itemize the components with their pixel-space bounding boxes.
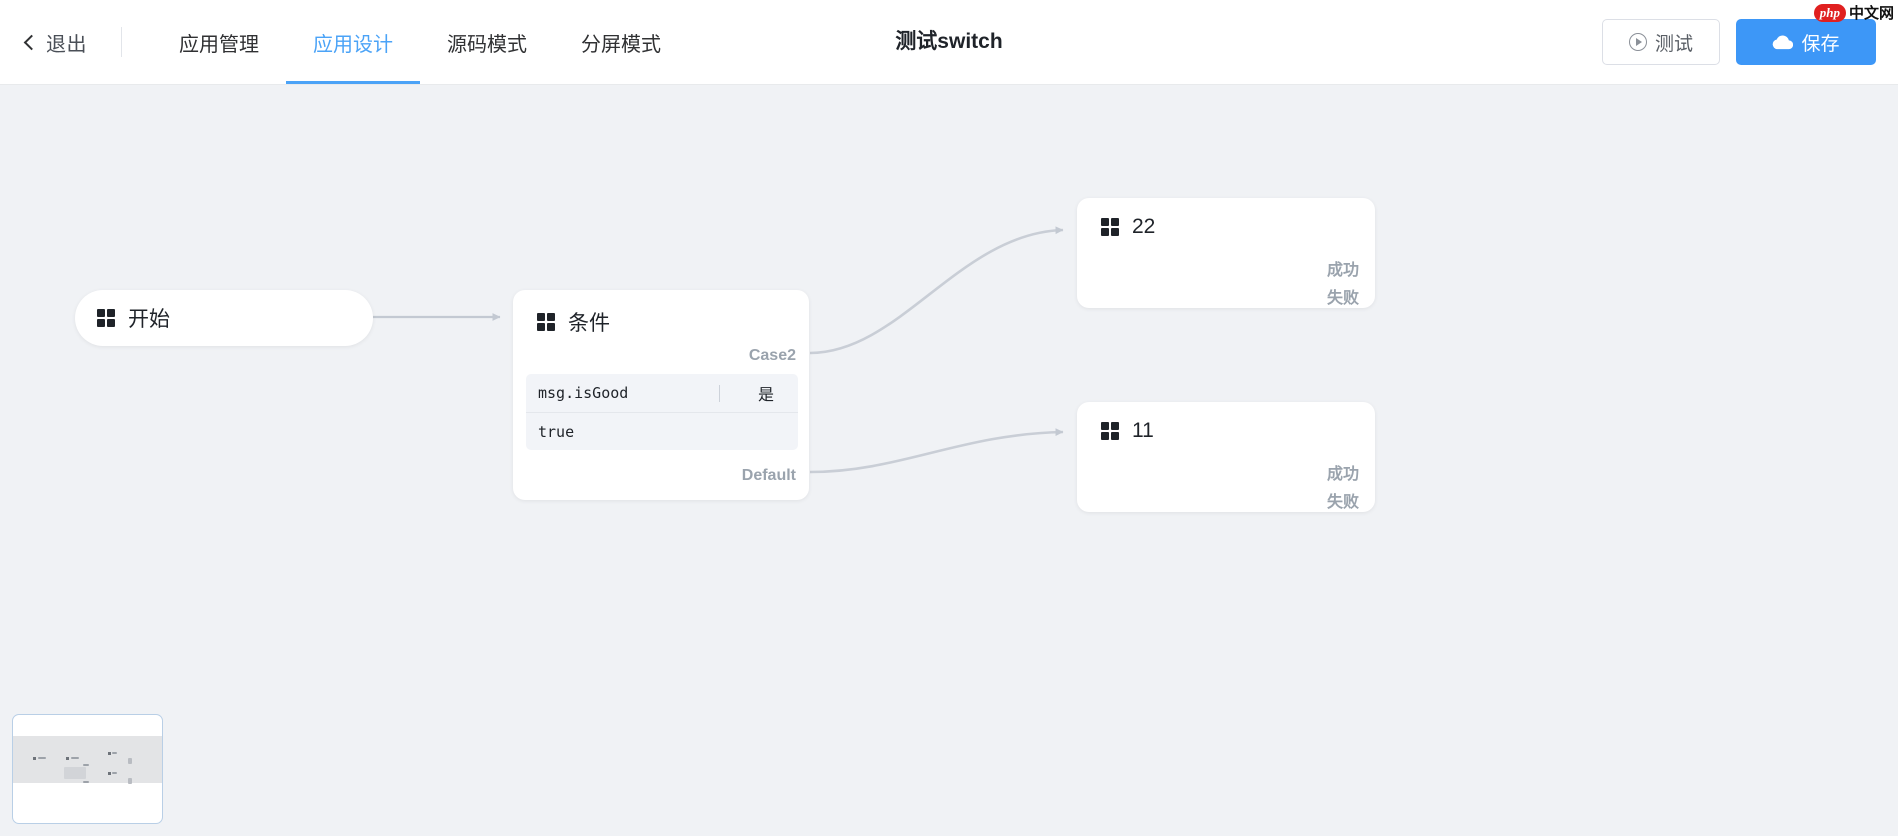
canvas-minimap[interactable] (12, 714, 163, 824)
tab-label: 源码模式 (447, 33, 527, 56)
minimap-node11-outputs (128, 778, 132, 784)
expression-value-row[interactable]: true (526, 412, 798, 450)
minimap-condition-icon (66, 757, 69, 760)
tab-label: 应用设计 (313, 33, 393, 56)
node-title: 22 (1132, 215, 1156, 238)
node-header: 开始 (75, 303, 170, 333)
exit-button-label: 退出 (46, 33, 87, 56)
minimap-node22-label (112, 752, 117, 754)
edge-case2-to-node22 (809, 226, 1064, 355)
tab-label: 分屏模式 (581, 33, 661, 56)
expression-field: msg.isGood (538, 384, 629, 402)
tab-app-management[interactable]: 应用管理 (152, 0, 286, 84)
output-port-success[interactable]: 成功 (1326, 466, 1359, 483)
minimap-default-label (83, 781, 89, 783)
condition-expression[interactable]: msg.isGood 是 true (526, 374, 798, 450)
play-circle-icon (1628, 33, 1647, 51)
grid-4-dots-icon (97, 309, 115, 327)
minimap-node11-label (112, 772, 117, 774)
expression-divider (719, 384, 720, 402)
minimap-viewport (13, 736, 162, 783)
minimap-start-icon (33, 757, 36, 760)
expression-operator: 是 (757, 387, 774, 404)
expression-field-row[interactable]: msg.isGood 是 (526, 374, 798, 412)
expression-value: true (538, 422, 575, 441)
port-case2[interactable]: Case2 (748, 347, 796, 364)
header-divider (121, 27, 122, 57)
cloud-upload-icon (1773, 35, 1794, 50)
grid-4-dots-icon (1101, 422, 1119, 440)
node-action-11[interactable]: 11 成功 失败 (1077, 402, 1375, 512)
output-port-failure[interactable]: 失败 (1326, 494, 1359, 511)
node-title: 条件 (568, 312, 610, 335)
chevron-left-icon (23, 34, 40, 51)
port-default[interactable]: Default (741, 467, 796, 484)
test-button-label: 测试 (1654, 33, 1693, 55)
test-button[interactable]: 测试 (1602, 19, 1720, 65)
node-start[interactable]: 开始 (75, 290, 373, 346)
node-title: 开始 (128, 308, 170, 331)
save-button-label: 保存 (1801, 33, 1840, 55)
node-title: 11 (1132, 419, 1154, 442)
minimap-case-label (83, 764, 89, 766)
flow-edges (373, 226, 1064, 474)
minimap-node22-outputs (128, 758, 132, 764)
tab-label: 应用管理 (179, 33, 259, 56)
tab-app-design[interactable]: 应用设计 (286, 0, 420, 84)
grid-4-dots-icon (537, 313, 555, 331)
minimap-start-label (38, 757, 46, 759)
node-action-22[interactable]: 22 成功 失败 (1077, 198, 1375, 308)
save-button[interactable]: 保存 (1736, 19, 1876, 65)
header-actions: 测试 保存 (1602, 0, 1876, 84)
header-tabs: 应用管理 应用设计 源码模式 分屏模式 (152, 0, 688, 84)
app-header: 退出 应用管理 应用设计 源码模式 分屏模式 测试switch 测试 (0, 0, 1898, 85)
node-condition[interactable]: 条件 Case2 msg.isGood 是 true Default (513, 290, 809, 500)
exit-button[interactable]: 退出 (22, 0, 91, 84)
minimap-condition-label (71, 757, 79, 759)
minimap-node22-icon (108, 752, 111, 755)
output-port-success[interactable]: 成功 (1326, 262, 1359, 279)
flow-canvas[interactable]: 开始 条件 Case2 msg.isGood 是 true (0, 85, 1898, 836)
node-header: 11 (1077, 402, 1375, 443)
node-header: 22 (1077, 198, 1375, 239)
tab-source-mode[interactable]: 源码模式 (420, 0, 554, 84)
minimap-condition-expr (64, 767, 86, 779)
grid-4-dots-icon (1101, 218, 1119, 236)
tab-split-mode[interactable]: 分屏模式 (554, 0, 688, 84)
edge-default-to-node11 (809, 428, 1064, 474)
node-header: 条件 (513, 290, 809, 337)
output-port-failure[interactable]: 失败 (1326, 290, 1359, 307)
minimap-node11-icon (108, 772, 111, 775)
